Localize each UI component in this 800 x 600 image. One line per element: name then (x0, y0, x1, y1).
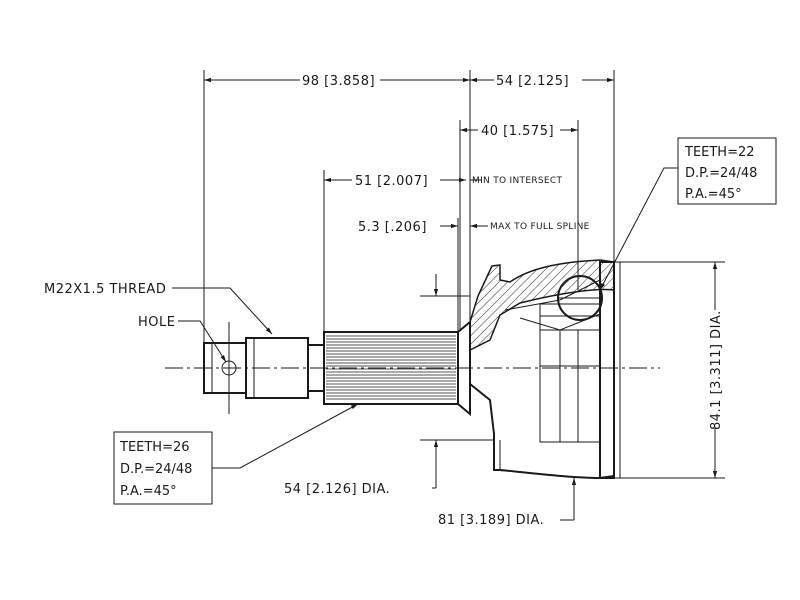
dim-81-dia-text: 81 [3.189] DIA. (438, 513, 544, 528)
dim-84-1-dia: 84.1 [3.311] DIA. (620, 261, 725, 479)
shaft-teeth: TEETH=26 (119, 440, 190, 455)
dim-54-top-text: 54 [2.125] (496, 74, 569, 89)
dim-40: 40 [1.575] (459, 120, 579, 330)
dim-5-3: 5.3 [.206] MAX TO FULL SPLINE (358, 218, 590, 332)
dim-54-dia-text: 54 [2.126] DIA. (284, 482, 390, 497)
dim-5-3-text: 5.3 [.206] (358, 220, 427, 235)
outer-pa: P.A.=45° (685, 187, 742, 202)
shaft-dp: D.P.=24/48 (120, 462, 192, 477)
dim-54-top: 54 [2.125] (469, 70, 615, 322)
dim-54-dia: 54 [2.126] DIA. (284, 274, 486, 497)
bell-housing (469, 259, 621, 480)
dim-51: 51 [2.007] MIN TO INTERSECT (323, 170, 562, 332)
dim-98-text: 98 [3.858] (302, 74, 375, 89)
dim-51-text: 51 [2.007] (355, 174, 428, 189)
thread-label: M22X1.5 THREAD (44, 282, 166, 297)
max-spline-note: MAX TO FULL SPLINE (490, 222, 590, 232)
dim-40-text: 40 [1.575] (481, 124, 554, 139)
dim-81-dia: 81 [3.189] DIA. (438, 478, 577, 528)
outer-spline-spec: TEETH=22 D.P.=24/48 P.A.=45° (599, 137, 777, 291)
thread-callout: M22X1.5 THREAD (44, 282, 273, 335)
outer-dp: D.P.=24/48 (685, 166, 757, 181)
hole-label: HOLE (138, 315, 175, 330)
shaft-spline-spec: TEETH=26 D.P.=24/48 P.A.=45° (113, 403, 359, 505)
dim-84-1-text: 84.1 [3.311] DIA. (709, 310, 724, 430)
dim-98: 98 [3.858] (203, 70, 470, 343)
splined-shaft (323, 319, 471, 417)
shaft-pa: P.A.=45° (120, 484, 177, 499)
hole-callout: HOLE (138, 315, 227, 363)
outer-teeth: TEETH=22 (684, 145, 755, 160)
min-intersect-note: MIN TO INTERSECT (472, 176, 562, 186)
